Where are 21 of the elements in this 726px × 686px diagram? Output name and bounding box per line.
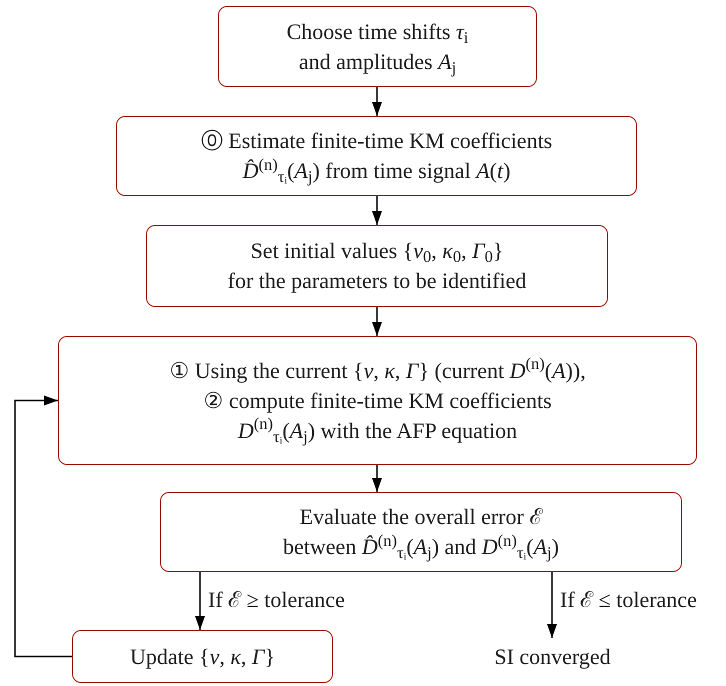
box-text: ① Using the current {ν, κ, Γ} (current D$^{(n)}$(A)), <box>169 356 586 385</box>
arrow <box>372 465 382 492</box>
arrow <box>14 396 72 658</box>
box-text: Set initial values {ν$_{0}$, κ$_{0}$, Γ$_{0}$} for the parameters to be identified <box>228 237 526 295</box>
process-box <box>58 336 697 465</box>
box-text: Update {ν, κ, Γ} <box>130 642 275 671</box>
arrow <box>372 196 382 225</box>
process-box <box>72 630 333 683</box>
process-box <box>160 492 682 572</box>
box-text: Evaluate the overall error ℰ between D̂$^{(n)}$$_{τᵢ}$(A$_{j}$) and D$^{(n)}$$_{τᵢ}$(A$_{j}$) <box>283 503 559 562</box>
arrow <box>372 87 382 116</box>
arrow <box>547 572 557 638</box>
box-text: ⓪ Estimate finite-time KM coefficients D̂$^{(n)}$$_{τᵢ}$(A$_{j}$) from time signal A(t) <box>200 127 552 186</box>
box-text: ② compute finite-time KM coefficients D$^{(n)}$$_{τᵢ}$(A$_{j}$) with the AFP equation <box>203 386 552 446</box>
arrow <box>195 572 205 630</box>
result-text: SI converged <box>460 638 645 674</box>
process-box <box>116 116 637 196</box>
arrow <box>372 307 382 336</box>
process-box <box>218 6 537 87</box>
box-text: Choose time shifts τ$_{i}$ and amplitudes A$_{j}$ <box>286 18 468 76</box>
process-box <box>146 225 608 307</box>
